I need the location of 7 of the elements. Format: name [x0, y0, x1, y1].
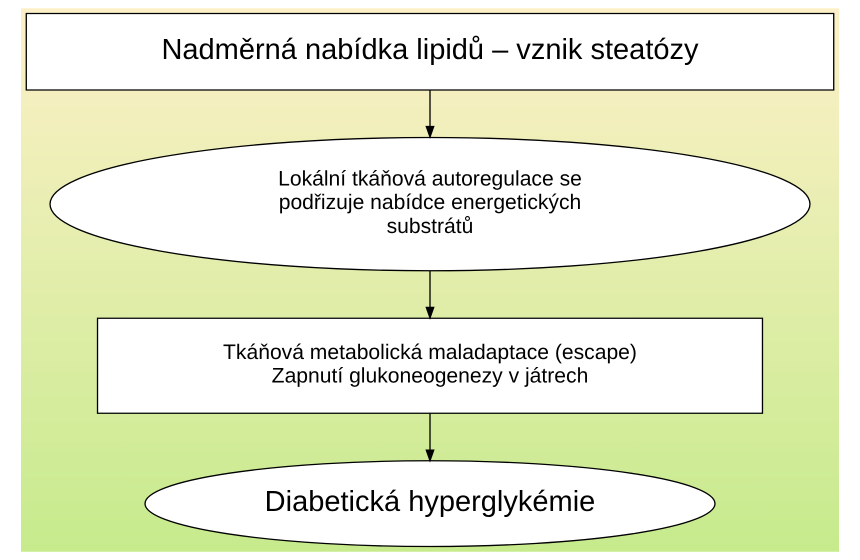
- arrow: [425, 90, 435, 140]
- arrow: [425, 271, 435, 320]
- node-box: Nadměrná nabídka lipidů – vznik steatózy: [26, 12, 834, 91]
- node-ellipse: Lokální tkáňová autoregulace se podřizuje nabídce energetických substrátů: [49, 136, 811, 272]
- arrow: [425, 414, 435, 463]
- node-box: Tkáňová metabolická maladaptace (escape) Zapnutí glukoneogenezy v játrech: [96, 318, 764, 414]
- node-ellipse: Diabetická hyperglykémie: [144, 460, 716, 548]
